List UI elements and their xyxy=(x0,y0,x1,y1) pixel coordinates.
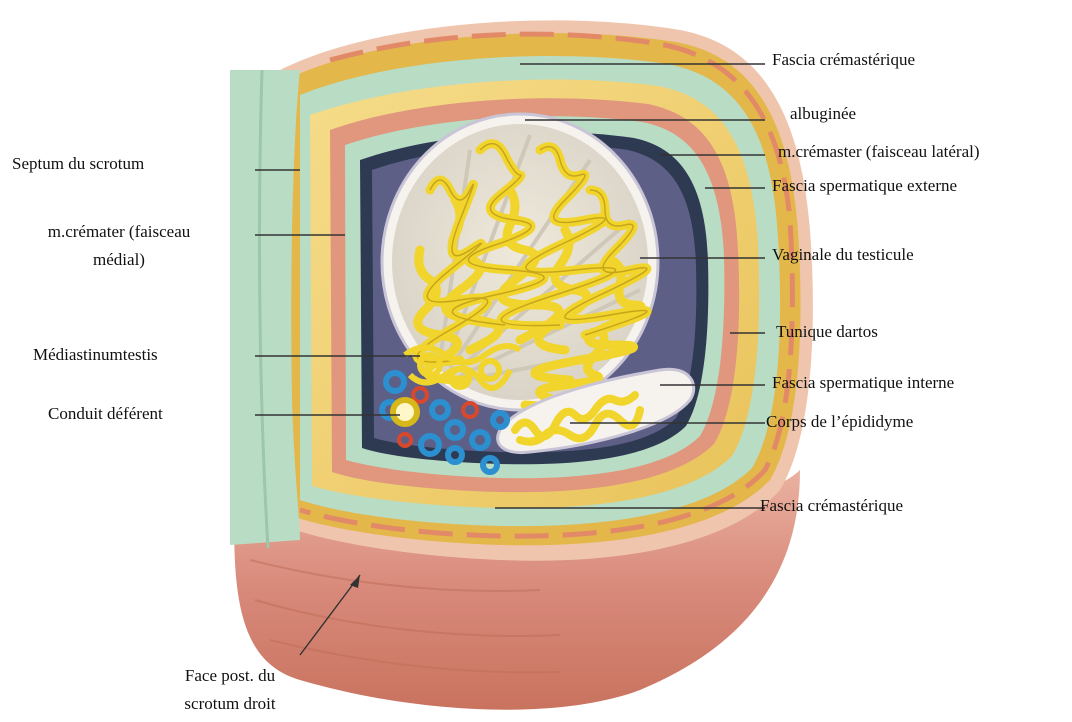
label-cremater-medial-line2: médial) xyxy=(6,250,232,270)
label-face-post-line1: Face post. du xyxy=(150,666,310,686)
label-albuginee: albuginée xyxy=(790,104,856,124)
label-fascia-cremasterique-top: Fascia crémastérique xyxy=(772,50,915,70)
label-corps-epididyme: Corps de l’épididyme xyxy=(766,412,913,432)
label-vaginale: Vaginale du testicule xyxy=(772,245,914,265)
label-fascia-spermatique-externe: Fascia spermatique externe xyxy=(772,176,957,196)
vas-deferens xyxy=(393,400,417,424)
label-fascia-spermatique-interne: Fascia spermatique interne xyxy=(772,373,954,393)
label-face-post-line2: scrotum droit xyxy=(150,694,310,714)
label-fascia-cremasterique-bottom: Fascia crémastérique xyxy=(760,496,903,516)
label-cremaster-lateral: m.crémaster (faisceau latéral) xyxy=(778,142,980,162)
label-conduit-deferent: Conduit déférent xyxy=(48,404,163,424)
label-mediastinum: Médiastinumtestis xyxy=(33,345,158,365)
label-tunique-dartos: Tunique dartos xyxy=(776,322,878,342)
label-cremater-medial-line1: m.crémater (faisceau xyxy=(6,222,232,242)
label-septum: Septum du scrotum xyxy=(12,154,144,174)
